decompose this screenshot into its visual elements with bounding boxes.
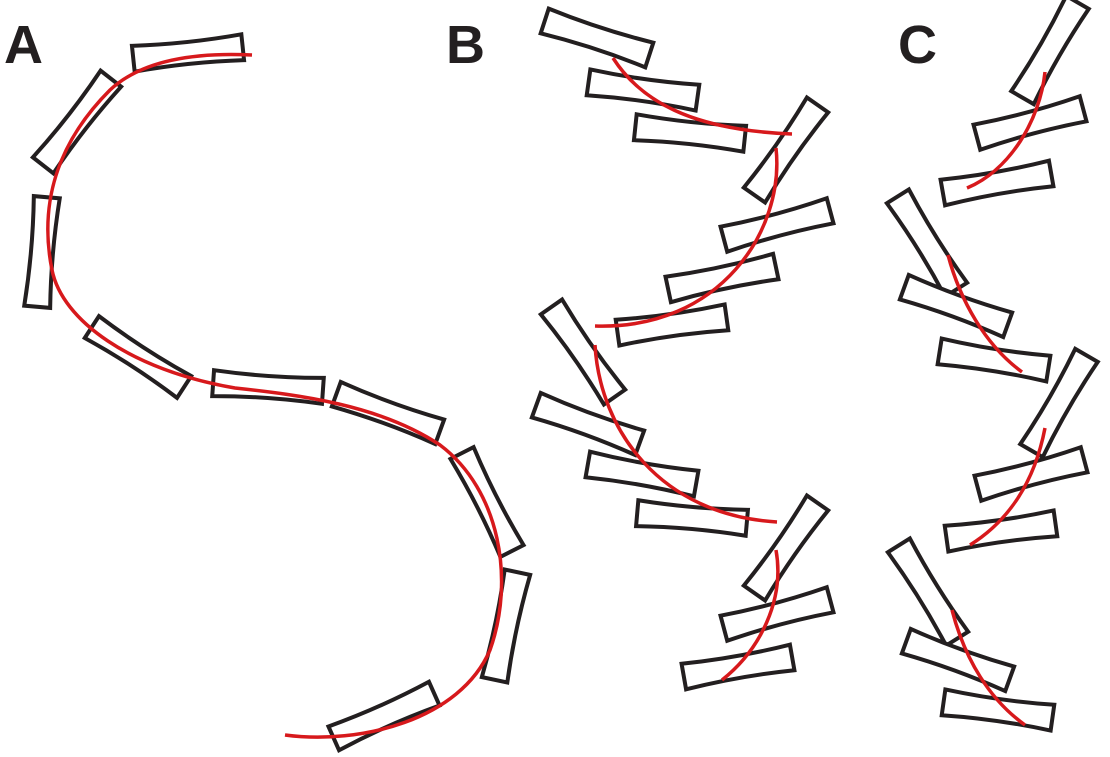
panel-a-block-2 [29,67,125,177]
panel-b-curve-2 [594,147,779,328]
panel-b-block-12 [740,492,832,604]
panel-b-block-11 [633,497,751,539]
panel-b-curve-1 [611,57,793,136]
panel-c-block-12 [939,687,1057,733]
panel-b-block-5 [718,195,836,255]
panel-b-block-13 [718,584,836,644]
panel-b-block-7 [613,302,731,348]
panel-b-block-4 [740,94,832,206]
panel-c-curve-1 [966,71,1047,190]
panel-c-block-5 [897,272,1015,340]
panel-c-block-11 [899,626,1017,694]
panel-label-c: C [898,15,937,75]
panel-c-block-9 [942,508,1060,554]
panel-b-block-8 [537,296,629,408]
panel-b-curve-3 [593,344,778,524]
panel-a-block-8 [479,567,533,685]
panel-b-block-1 [538,5,656,71]
panel-c-block-7 [1017,346,1101,460]
panel-c-block-1 [1008,0,1092,107]
panel-label-b: B [446,15,485,75]
panel-b-block-3 [631,111,749,155]
panel-c-curve-3 [969,427,1047,547]
panel-c-curve-4 [950,609,1027,727]
panel-a-block-3 [21,193,63,311]
panel-c-curve-2 [946,254,1024,374]
panel-label-a: A [4,15,43,75]
panel-b-curve-4 [720,549,780,682]
panel-b-block-6 [663,251,781,305]
panel-a-block-6 [329,379,447,447]
panel-a-curve-1 [46,52,504,739]
panel-b-block-9 [529,390,647,458]
panel-c-block-3 [938,158,1056,208]
